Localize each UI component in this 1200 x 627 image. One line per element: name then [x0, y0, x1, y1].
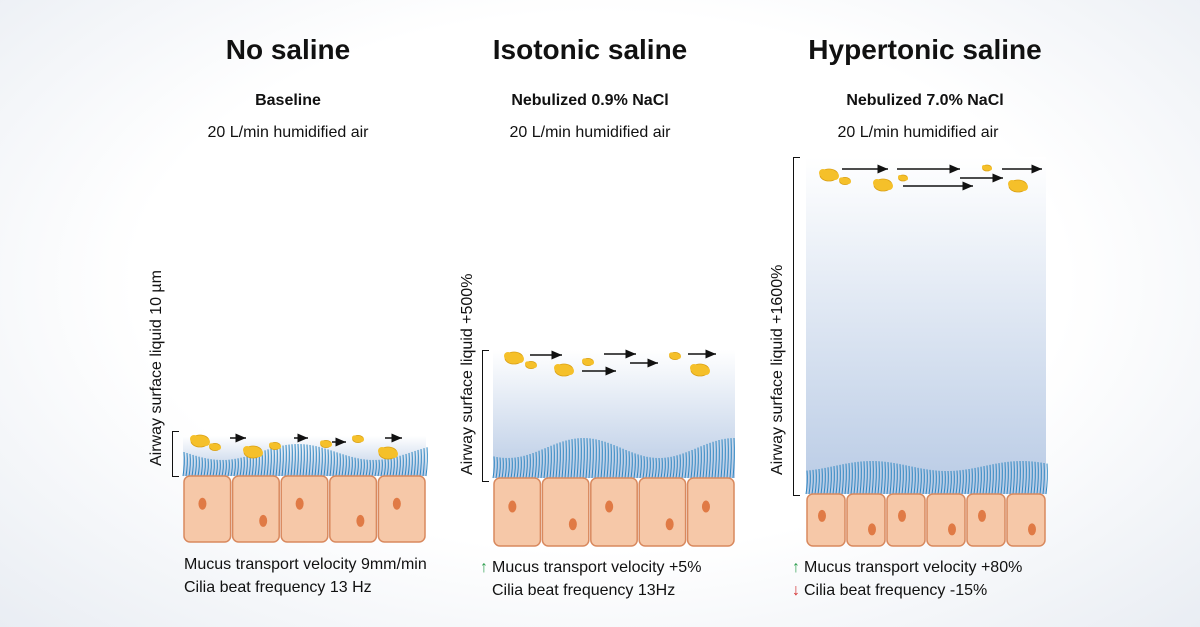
- epithelium-isotonic: [492, 349, 735, 547]
- mucus-particle: [352, 434, 364, 443]
- epithelial-cell: [638, 477, 687, 547]
- panel-title-isotonic: Isotonic saline: [492, 34, 688, 65]
- mucus-particle: [898, 174, 908, 182]
- result-cilia-frequency: ↓Cilia beat frequency -15%: [792, 579, 1022, 602]
- epithelium-hypertonic: [805, 157, 1048, 547]
- result-mucus-velocity: ↑Mucus transport velocity +5%: [480, 556, 701, 579]
- epithelial-cell: [846, 493, 886, 547]
- nucleus: [978, 509, 986, 522]
- panel-title-no-saline: No saline: [225, 34, 351, 65]
- epithelial-cell: [231, 475, 280, 543]
- nucleus: [295, 497, 304, 510]
- nucleus: [1028, 523, 1036, 536]
- epithelial-cell: [280, 475, 329, 543]
- airway-surface-liquid: [806, 157, 1046, 494]
- epithelial-cell: [590, 477, 638, 547]
- nucleus: [356, 514, 365, 527]
- asl-bracket-hypertonic: [793, 157, 800, 496]
- asl-bracket-no-saline: [172, 431, 179, 477]
- epithelial-cell: [541, 477, 590, 547]
- nucleus: [198, 497, 207, 510]
- arrow-up-icon: ↑: [480, 559, 488, 576]
- mucus-particle: [320, 439, 332, 448]
- arrow-down-icon: ↓: [792, 582, 800, 599]
- mucus-particle: [269, 441, 281, 450]
- nucleus: [508, 500, 517, 513]
- epithelial-cell: [493, 477, 542, 547]
- mucus-particle: [982, 164, 992, 172]
- epithelial-cell: [329, 475, 378, 543]
- mucus-particle: [582, 357, 594, 366]
- mucus-particle: [669, 351, 681, 360]
- nucleus: [665, 518, 674, 531]
- epithelial-cell: [806, 493, 846, 547]
- air-flow-no-saline: 20 L/min humidified air: [207, 124, 369, 141]
- result-cilia-frequency: Cilia beat frequency 13Hz: [492, 582, 676, 599]
- epithelial-cell: [183, 475, 232, 543]
- air-flow-hypertonic: 20 L/min humidified air: [837, 124, 999, 141]
- mucus-particle: [190, 434, 210, 448]
- mucus-particle: [873, 178, 893, 192]
- mucus-particle: [504, 351, 524, 365]
- cilia-layer: [492, 437, 735, 479]
- panel-subtitle-no-saline: Baseline: [255, 92, 321, 109]
- cilia-layer: [182, 443, 428, 477]
- panel-subtitle-hypertonic: Nebulized 7.0% NaCl: [846, 92, 1004, 109]
- asl-bracket-isotonic: [482, 350, 489, 482]
- nucleus: [868, 523, 876, 536]
- nucleus: [259, 514, 268, 527]
- nucleus: [392, 497, 401, 510]
- mucus-particle: [525, 360, 537, 369]
- epithelial-cell: [1006, 493, 1046, 547]
- arrow-up-icon: ↑: [792, 559, 800, 576]
- epithelial-cell: [886, 493, 926, 547]
- results-isotonic: ↑Mucus transport velocity +5% Cilia beat…: [480, 556, 701, 602]
- nucleus: [605, 500, 614, 513]
- result-mucus-velocity: ↑Mucus transport velocity +80%: [792, 556, 1022, 579]
- mucus-particle: [819, 168, 839, 182]
- epithelial-cell: [377, 475, 426, 543]
- nucleus: [568, 518, 577, 531]
- mucus-particle: [209, 442, 222, 451]
- result-mucus-velocity: Mucus transport velocity 9mm/min: [184, 556, 427, 573]
- nucleus: [948, 523, 956, 536]
- nucleus: [898, 509, 906, 522]
- epithelium-no-saline: [182, 433, 428, 543]
- mucus-particle: [1008, 179, 1028, 193]
- results-hypertonic: ↑Mucus transport velocity +80% ↓Cilia be…: [792, 556, 1022, 602]
- epithelial-cell: [686, 477, 735, 547]
- panel-title-hypertonic: Hypertonic saline: [808, 34, 1042, 65]
- panel-subtitle-isotonic: Nebulized 0.9% NaCl: [511, 92, 669, 109]
- epithelial-cell: [966, 493, 1006, 547]
- epithelial-cell: [926, 493, 966, 547]
- nucleus: [701, 500, 710, 513]
- mucus-particle: [690, 363, 710, 377]
- result-cilia-frequency: Cilia beat frequency 13 Hz: [184, 579, 372, 596]
- nucleus: [818, 509, 826, 522]
- air-flow-isotonic: 20 L/min humidified air: [509, 124, 671, 141]
- mucus-particle: [243, 445, 263, 459]
- results-no-saline: Mucus transport velocity 9mm/min Cilia b…: [184, 553, 427, 599]
- mucus-particle: [554, 363, 574, 377]
- mucus-particle: [839, 176, 851, 185]
- cilia-layer: [805, 460, 1048, 495]
- mucus-particle: [378, 446, 398, 460]
